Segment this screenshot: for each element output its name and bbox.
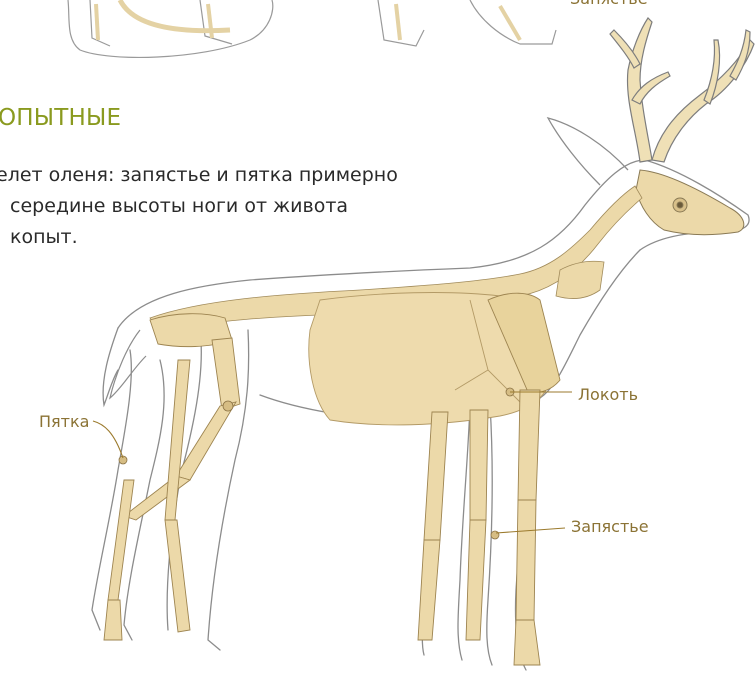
label-elbow: Локоть — [578, 385, 638, 404]
callout-heel — [93, 421, 123, 458]
deer-ear — [548, 118, 628, 185]
body-line-1: елет оленя: запястье и пятка примерно — [0, 160, 516, 191]
deer-antlers — [610, 18, 754, 162]
body-line-3: копыт. — [0, 222, 516, 253]
label-heel: Пятка — [39, 412, 89, 431]
deer-skull — [636, 170, 744, 235]
deer-front-leg-bones — [418, 390, 540, 665]
section-body-text: елет оленя: запястье и пятка примерно се… — [0, 160, 516, 253]
label-wrist: Запястье — [571, 517, 649, 536]
deer-hind-leg-bones — [104, 314, 240, 640]
deer-tail — [110, 330, 146, 398]
top-sketch-legs-left — [68, 0, 273, 57]
body-line-2: середине высоты ноги от живота — [0, 191, 516, 222]
top-sketch-legs-right — [378, 0, 556, 46]
section-heading: ОПЫТНЫЕ — [0, 105, 121, 131]
label-top-wrist: Запястье — [570, 0, 648, 8]
